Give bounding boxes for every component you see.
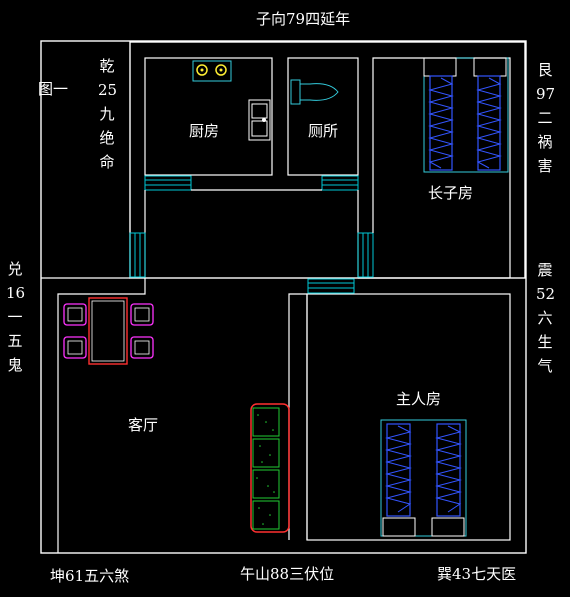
dining-table-icon <box>63 297 154 365</box>
living-room-label: 客厅 <box>128 416 159 434</box>
outer-wall <box>40 40 527 554</box>
kitchen-label: 厨房 <box>189 122 220 140</box>
kun-direction-label: 坤61五六煞 <box>50 567 130 585</box>
zhen-direction-label: 震 52 六 生 气 <box>536 261 556 375</box>
toilet-fixture-icon <box>290 79 339 105</box>
xun-direction-label: 巽43七天医 <box>437 565 517 583</box>
master-room <box>306 293 511 541</box>
qian-direction-label: 乾 25 九 绝 命 <box>98 57 118 171</box>
eldest-son-room <box>372 57 511 278</box>
corridor-left-window <box>129 232 146 278</box>
dui-direction-label: 兑 16 一 五 鬼 <box>6 260 26 374</box>
stove-icon <box>192 60 232 82</box>
kitchen-room <box>144 57 273 176</box>
orientation-top-label: 子向79四延年 <box>256 10 351 28</box>
eldest-son-bed-icon <box>423 57 509 173</box>
toilet-door-window <box>321 175 359 191</box>
toilet-room <box>287 57 359 176</box>
gen-direction-label: 艮 97 二 祸 害 <box>536 61 556 175</box>
kitchen-door-window <box>144 175 192 191</box>
wu-direction-label: 午山88三伏位 <box>240 565 335 583</box>
master-room-label: 主人房 <box>396 390 442 408</box>
master-room-door-window <box>307 278 355 294</box>
eldest-son-room-label: 长子房 <box>428 184 474 202</box>
master-bed-icon <box>380 419 467 537</box>
sink-icon <box>248 99 271 141</box>
figure-label: 图一 <box>38 80 69 98</box>
sofa-icon <box>250 403 290 533</box>
toilet-label: 厕所 <box>308 122 339 140</box>
corridor-right-window <box>357 232 374 278</box>
